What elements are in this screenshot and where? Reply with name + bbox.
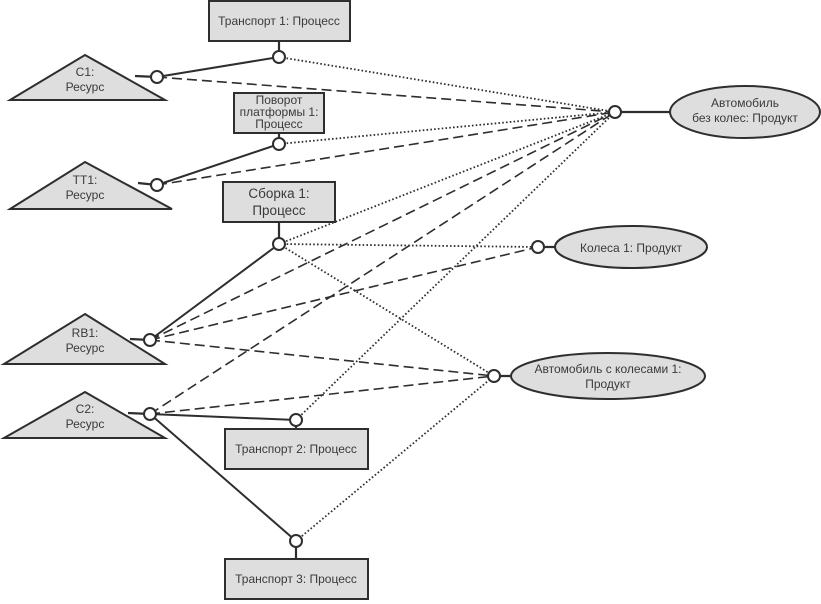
connections-layer [149,56,616,542]
node-label: Ресурс [66,417,105,431]
connector-dotted-pp-ab [278,111,616,145]
node-label: Транспорт 1: Процесс [218,14,340,28]
connector-solid-rb1-sb [149,243,280,341]
port-tt1[interactable] [150,178,164,192]
process-sb[interactable] [222,181,336,223]
node-label: C2: [76,402,95,416]
port-t1[interactable] [272,50,286,64]
connector-dotted-t3-ak [295,375,495,542]
connector-solid-c2-t3 [149,413,297,542]
connector-dashed-c2-ak [149,375,495,415]
node-label: Поворот [256,93,303,107]
node-label: Автомобиль [711,96,779,110]
resource-triangle[interactable] [0,312,169,365]
node-label: Процесс [255,117,302,131]
node-label: C1: [76,65,95,79]
connector-dashed-c2-ab [149,111,616,415]
node-label: без колес: Продукт [692,111,798,125]
connector-dashed-tt1-ab [156,111,616,186]
port-c2[interactable] [143,407,157,421]
process-pp[interactable] [233,92,325,134]
port-sb[interactable] [272,237,286,251]
connector-dotted-sb-ab [278,111,616,245]
port-rb1[interactable] [143,333,157,347]
resource-triangle[interactable] [6,160,173,210]
connector-dashed-c1-ab [156,76,616,113]
node-label: Транспорт 2: Процесс [235,442,357,456]
resource-triangle[interactable] [0,390,169,439]
connector-dotted-t1-ab [278,56,616,113]
node-label: Продукт [585,377,631,391]
node-label: Ресурс [66,188,105,202]
node-label: Автомобиль с колесами 1: [534,362,681,376]
node-label: Колеса 1: Продукт [580,241,683,255]
port-t2[interactable] [289,413,303,427]
node-label: RB1: [72,326,99,340]
connector-dotted-t2-ab [295,111,616,421]
node-label: TT1: [73,173,98,187]
node-label: платформы 1: [240,105,319,119]
port-k[interactable] [531,240,545,254]
connector-dashed-rb1-ab [149,111,616,341]
connector-solid-tt1-pp [156,143,280,186]
port-ak[interactable] [487,369,501,383]
process-t2[interactable] [224,428,369,470]
connector-solid-c2-t2 [149,413,297,421]
connector-dashed-rb1-k [149,246,539,341]
port-c1[interactable] [150,70,164,84]
connector-solid-c1-t1 [156,56,280,78]
product-ak[interactable] [510,352,706,400]
node-label: Процесс [252,203,306,218]
node-label: Сборка 1: [248,186,309,201]
port-pp[interactable] [272,137,286,151]
connector-dashed-rb1-ak [149,339,495,377]
node-label: Транспорт 3: Процесс [235,572,357,586]
node-label: Ресурс [66,80,105,94]
connector-dotted-sb-ak [278,243,495,377]
resource-triangle[interactable] [6,53,169,101]
node-label: Ресурс [66,341,105,355]
port-ab[interactable] [608,105,622,119]
port-t3[interactable] [289,534,303,548]
